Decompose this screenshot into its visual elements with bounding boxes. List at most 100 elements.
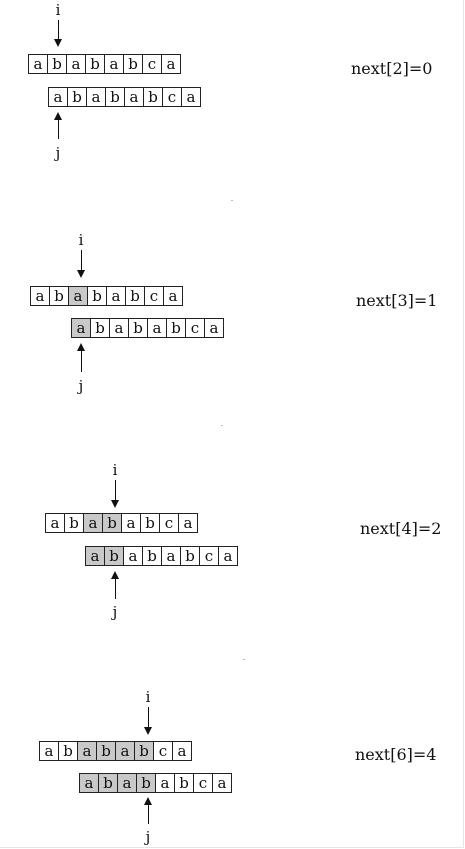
text-cell-matched: a: [115, 741, 135, 761]
text-cell: a: [106, 286, 126, 306]
pattern-cell: a: [86, 87, 106, 107]
pattern-cell-matched: a: [117, 773, 137, 793]
pointer-i-shaft: [58, 20, 59, 40]
text-cell-matched: a: [68, 286, 88, 306]
text-array: a b a b a b c a: [39, 741, 192, 761]
pattern-cell: a: [109, 318, 129, 338]
scan-speck: [243, 659, 245, 660]
text-cell: c: [159, 513, 179, 533]
pattern-cell: a: [123, 546, 143, 566]
scan-speck: [221, 425, 223, 426]
pattern-cell: b: [174, 773, 194, 793]
pattern-cell: a: [212, 773, 232, 793]
next-value-label: next[4]=2: [360, 519, 442, 538]
pointer-i-shaft: [81, 250, 82, 271]
pattern-cell: a: [155, 773, 175, 793]
pattern-cell: a: [218, 546, 238, 566]
pointer-j-arrowhead: [111, 571, 119, 579]
pattern-cell: a: [181, 87, 201, 107]
pointer-i-arrowhead: [77, 270, 85, 278]
pattern-array: a b a b a b c a: [85, 546, 238, 566]
pointer-j-shaft: [148, 804, 149, 824]
pointer-j-arrowhead: [77, 343, 85, 351]
pattern-cell: a: [147, 318, 167, 338]
pointer-i-arrowhead: [144, 727, 152, 735]
text-cell: a: [172, 741, 192, 761]
text-cell: b: [85, 54, 105, 74]
pattern-cell-matched: b: [98, 773, 118, 793]
text-cell: b: [49, 286, 69, 306]
pattern-array: a b a b a b c a: [79, 773, 232, 793]
pattern-cell: b: [128, 318, 148, 338]
text-cell: a: [178, 513, 198, 533]
scan-speck: [231, 200, 233, 201]
text-cell: b: [47, 54, 67, 74]
text-cell-matched: a: [77, 741, 97, 761]
next-value-label: next[3]=1: [356, 291, 438, 310]
text-cell: a: [28, 54, 48, 74]
text-cell: a: [45, 513, 65, 533]
text-array: a b a b a b c a: [28, 54, 181, 74]
pattern-cell-matched: a: [79, 773, 99, 793]
text-array: a b a b a b c a: [30, 286, 183, 306]
pattern-array: a b a b a b c a: [71, 318, 224, 338]
pattern-cell: a: [161, 546, 181, 566]
pattern-cell: c: [199, 546, 219, 566]
pattern-cell: b: [166, 318, 186, 338]
pattern-cell: b: [180, 546, 200, 566]
pointer-i-shaft: [148, 707, 149, 728]
text-cell: a: [161, 54, 181, 74]
next-value-label: next[2]=0: [351, 59, 433, 78]
pattern-cell-matched: a: [71, 318, 91, 338]
pattern-array: a b a b a b c a: [48, 87, 201, 107]
pattern-cell-matched: a: [85, 546, 105, 566]
pointer-i-arrowhead: [54, 39, 62, 47]
pattern-cell: b: [67, 87, 87, 107]
pointer-j-label: j: [112, 603, 118, 621]
next-value-label: next[6]=4: [355, 745, 437, 764]
pattern-cell: b: [105, 87, 125, 107]
pointer-j-arrowhead: [144, 797, 152, 805]
pattern-cell: b: [90, 318, 110, 338]
pointer-i-label: i: [145, 688, 151, 706]
pointer-j-shaft: [58, 119, 59, 139]
text-cell-matched: b: [96, 741, 116, 761]
pattern-cell: b: [142, 546, 162, 566]
pointer-i-label: i: [55, 1, 61, 19]
pointer-j-label: j: [78, 377, 84, 395]
text-cell: c: [142, 54, 162, 74]
text-cell: b: [125, 286, 145, 306]
pointer-j-arrowhead: [54, 112, 62, 120]
text-cell-matched: b: [102, 513, 122, 533]
pointer-i-shaft: [115, 480, 116, 501]
pattern-cell: b: [143, 87, 163, 107]
text-cell: a: [104, 54, 124, 74]
text-cell: c: [144, 286, 164, 306]
text-cell: b: [87, 286, 107, 306]
text-cell: a: [66, 54, 86, 74]
text-cell-matched: a: [83, 513, 103, 533]
pointer-i-label: i: [78, 231, 84, 249]
pattern-cell: a: [48, 87, 68, 107]
text-cell: b: [64, 513, 84, 533]
text-cell: b: [140, 513, 160, 533]
text-cell: a: [30, 286, 50, 306]
pattern-cell: a: [124, 87, 144, 107]
pointer-j-shaft: [115, 578, 116, 599]
pointer-j-label: j: [145, 828, 151, 846]
pattern-cell: a: [204, 318, 224, 338]
pattern-cell: c: [185, 318, 205, 338]
text-array: a b a b a b c a: [45, 513, 198, 533]
pattern-cell-matched: b: [136, 773, 156, 793]
pattern-cell: c: [193, 773, 213, 793]
text-cell-matched: b: [134, 741, 154, 761]
pointer-j-shaft: [81, 350, 82, 372]
text-cell: b: [123, 54, 143, 74]
text-cell: c: [153, 741, 173, 761]
pointer-i-arrowhead: [111, 500, 119, 508]
pattern-cell: c: [162, 87, 182, 107]
text-cell: a: [121, 513, 141, 533]
text-cell: a: [39, 741, 59, 761]
pointer-j-label: j: [55, 144, 61, 162]
